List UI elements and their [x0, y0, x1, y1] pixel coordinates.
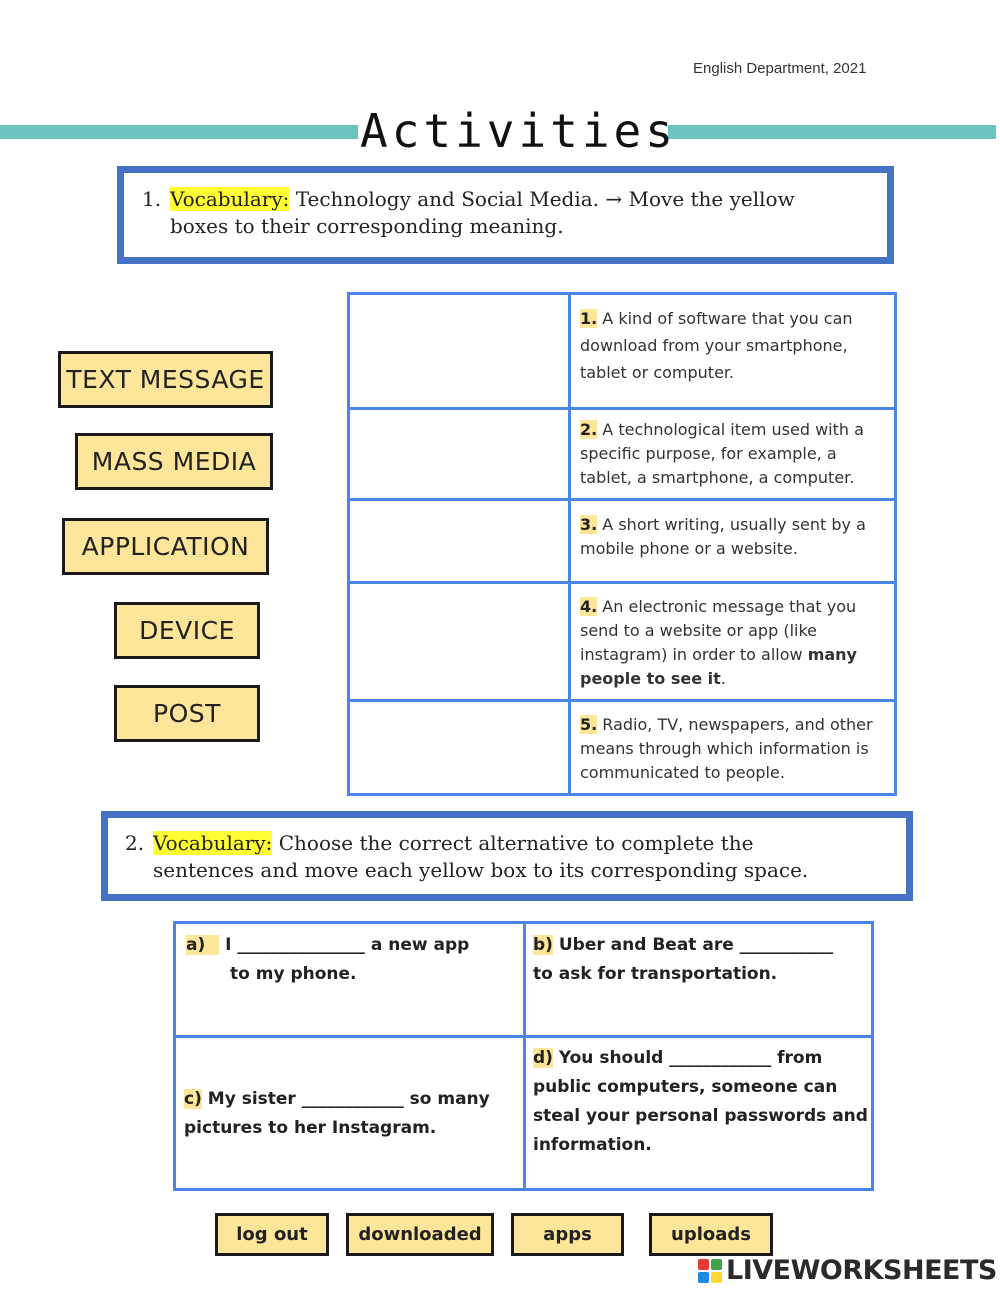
drop-zone-1[interactable] [350, 295, 568, 407]
definition-text: A short writing, usually sent by a mobil… [580, 515, 866, 558]
logo-mark-icon [698, 1258, 722, 1283]
definition-text: An electronic message that you send to a… [580, 597, 857, 664]
sentence-d[interactable]: d) You should ____________ from public c… [533, 1044, 868, 1160]
definition-5: 5. Radio, TV, newspapers, and other mean… [571, 705, 889, 793]
definition-text: . [720, 669, 726, 688]
drop-zone-3[interactable] [350, 501, 568, 581]
sentence-text: pictures to her Instagram. [184, 1118, 437, 1138]
section2-highlight: Vocabulary: [153, 831, 273, 855]
section1-highlight: Vocabulary: [170, 187, 290, 211]
table-divider [350, 498, 894, 501]
section1-number: 1. [142, 187, 162, 211]
sentence-a[interactable]: a) I _______________ a new app to my pho… [186, 931, 516, 989]
definition-number: 5. [580, 715, 598, 734]
logo-wordmark: LIVEWORKSHEETS [726, 1255, 997, 1286]
section2-line2: sentences and move each yellow box to it… [153, 858, 809, 882]
sentence-text: steal your personal passwords and [533, 1106, 868, 1126]
sentence-b[interactable]: b) Uber and Beat are ___________ to ask … [533, 931, 868, 989]
definition-4: 4. An electronic message that you send t… [571, 587, 889, 699]
definition-text: A kind of software that you can download… [580, 309, 853, 382]
definition-text: A technological item used with a specifi… [580, 420, 864, 487]
sentence-label: c) [184, 1089, 202, 1109]
section2-line1: Choose the correct alternative to comple… [272, 831, 754, 855]
answer-box-apps[interactable]: apps [511, 1213, 624, 1256]
table-divider [176, 1035, 871, 1038]
definition-bold-text: many people to see it [580, 645, 857, 688]
sentence-label: d) [533, 1048, 553, 1068]
drop-zone-4[interactable] [350, 584, 568, 699]
sentence-text: Uber and Beat are ___________ [552, 935, 834, 955]
department-label: English Department, 2021 [693, 60, 867, 77]
word-box-mass-media[interactable]: MASS MEDIA [75, 433, 273, 490]
sentence-text: public computers, someone can [533, 1077, 838, 1097]
sentence-text: information. [533, 1135, 652, 1155]
definition-3: 3. A short writing, usually sent by a mo… [571, 505, 889, 581]
word-box-application[interactable]: APPLICATION [62, 518, 269, 575]
drop-zone-5[interactable] [350, 702, 568, 793]
sentences-table: a) I _______________ a new app to my pho… [173, 921, 874, 1191]
sentence-text: to my phone. [230, 964, 357, 984]
word-box-post[interactable]: POST [114, 685, 260, 742]
answer-box-uploads[interactable]: uploads [649, 1213, 773, 1256]
section2-instructions: 2. Vocabulary: Choose the correct alterna… [101, 811, 913, 901]
sentence-label: a) [186, 935, 220, 955]
definitions-table: 1. A kind of software that you can downl… [347, 292, 897, 796]
sentence-text: to ask for transportation. [533, 964, 778, 984]
table-divider [350, 407, 894, 410]
definition-2: 2. A technological item used with a spec… [571, 410, 889, 498]
definition-text: Radio, TV, newspapers, and other means t… [580, 715, 873, 782]
definition-number: 3. [580, 515, 598, 534]
answer-box-log-out[interactable]: log out [215, 1213, 329, 1256]
sentence-text: I _______________ a new app [219, 935, 470, 955]
table-divider [350, 699, 894, 702]
page-title: Activities [360, 104, 677, 158]
title-bar-left [0, 125, 358, 139]
table-divider [350, 581, 894, 584]
sentence-text: You should ____________ from [552, 1048, 823, 1068]
sentence-c[interactable]: c) My sister ____________ so many pictur… [184, 1085, 522, 1143]
definition-number: 1. [580, 309, 598, 328]
word-box-text-message[interactable]: TEXT MESSAGE [58, 351, 273, 408]
title-bar-right [668, 125, 996, 139]
word-box-device[interactable]: DEVICE [114, 602, 260, 659]
liveworksheets-logo: LIVEWORKSHEETS [698, 1255, 997, 1286]
definition-number: 4. [580, 597, 598, 616]
table-divider [568, 295, 571, 793]
drop-zone-2[interactable] [350, 410, 568, 498]
section1-instructions: 1. Vocabulary: Technology and Social Medi… [117, 166, 894, 264]
table-divider [523, 924, 526, 1188]
section1-line1: Technology and Social Media. → Move the … [289, 187, 795, 211]
sentence-text: My sister ____________ so many [201, 1089, 490, 1109]
section2-number: 2. [125, 831, 145, 855]
definition-1: 1. A kind of software that you can downl… [571, 297, 889, 407]
definition-number: 2. [580, 420, 598, 439]
section1-line2: boxes to their corresponding meaning. [170, 214, 564, 238]
answer-box-downloaded[interactable]: downloaded [346, 1213, 494, 1256]
sentence-label: b) [533, 935, 553, 955]
